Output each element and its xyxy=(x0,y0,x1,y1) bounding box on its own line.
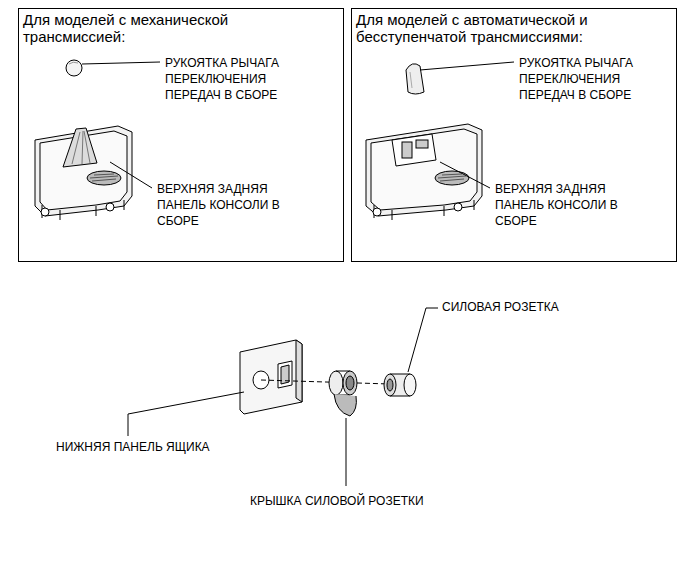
box-panel xyxy=(240,340,302,414)
console-panel xyxy=(366,124,482,220)
socket-cover xyxy=(329,371,357,416)
leader-line xyxy=(408,308,438,372)
section-box: Для моделей с механической трансмиссией:… xyxy=(18,8,344,262)
part-label: ВЕРХНЯЯ ЗАДНЯЯ ПАНЕЛЬ КОНСОЛИ В СБОРЕ xyxy=(157,181,302,229)
leader-line xyxy=(128,392,244,436)
section-box: Для моделей с автоматической и бесступен… xyxy=(351,8,677,262)
part-label: НИЖНЯЯ ПАНЕЛЬ ЯЩИКА xyxy=(55,439,211,455)
part-label: РУКОЯТКА РЫЧАГА ПЕРЕКЛЮЧЕНИЯ ПЕРЕДАЧ В С… xyxy=(165,55,310,103)
leader-line xyxy=(420,62,514,70)
shift-knob xyxy=(406,64,424,94)
leader-line xyxy=(440,162,490,188)
part-label: КРЫШКА СИЛОВОЙ РОЗЕТКИ xyxy=(249,493,425,509)
assembly-line xyxy=(261,380,390,384)
part-label: ВЕРХНЯЯ ЗАДНЯЯ ПАНЕЛЬ КОНСОЛИ В СБОРЕ xyxy=(495,181,640,229)
leader-line xyxy=(110,162,152,188)
leader-line xyxy=(346,418,347,486)
leader-line xyxy=(82,62,160,64)
part-label: РУКОЯТКА РЫЧАГА ПЕРЕКЛЮЧЕНИЯ ПЕРЕДАЧ В С… xyxy=(519,55,664,103)
section-heading: Для моделей с автоматической и бесступен… xyxy=(356,11,656,45)
section-heading: Для моделей с механической трансмиссией: xyxy=(23,11,323,45)
part-label: СИЛОВАЯ РОЗЕТКА xyxy=(441,299,560,315)
shift-knob xyxy=(66,60,82,76)
power-outlet xyxy=(384,374,416,396)
console-panel xyxy=(35,126,132,220)
